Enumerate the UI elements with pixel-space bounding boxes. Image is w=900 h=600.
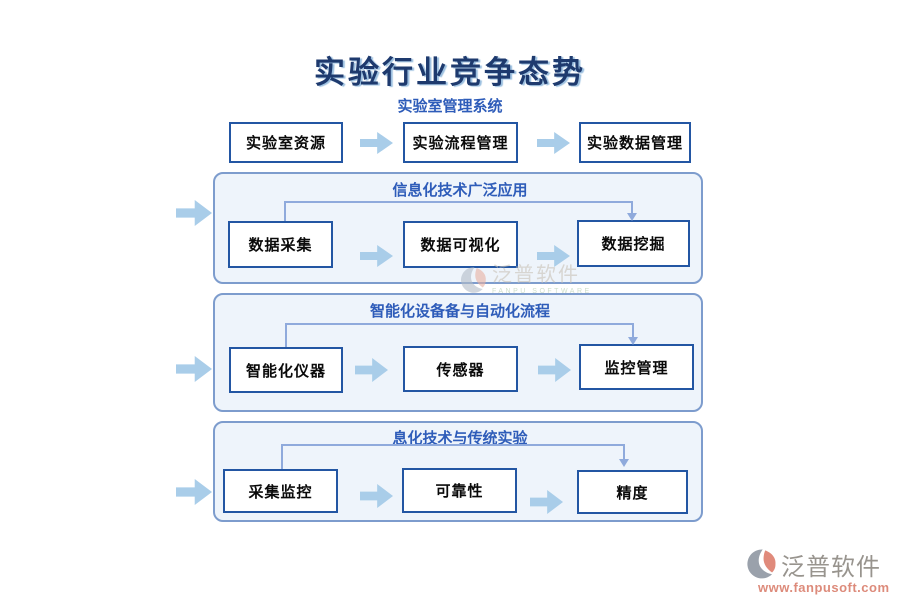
section-3-label: 智能化设备备与自动化流程 <box>369 303 550 320</box>
flow-box-sensor: 传感器 <box>403 346 518 392</box>
fanpu-logo-icon <box>747 549 776 579</box>
section-2-label: 信息化技术广泛应用 <box>392 182 528 199</box>
fanpu-logo-icon <box>460 267 486 293</box>
flow-box-data-collect: 数据采集 <box>228 221 333 268</box>
flow-box-precision: 精度 <box>577 470 688 514</box>
center-watermark: 泛普软件 FANPU SOFTWARE <box>458 264 592 296</box>
center-watermark-brand: 泛普软件 <box>492 264 580 286</box>
footer-watermark-url: www.fanpusoft.com <box>758 580 890 595</box>
section-3-left-arrow-icon <box>176 356 212 382</box>
center-watermark-subtext: FANPU SOFTWARE <box>492 288 592 295</box>
flow-box-smart-instrument: 智能化仪器 <box>229 347 343 393</box>
flow-box-reliability: 可靠性 <box>402 468 517 513</box>
section-4-label: 息化技术与传统实验 <box>392 430 528 447</box>
flow-box-data-mining: 数据挖掘 <box>577 220 690 267</box>
flow-box-lab-resources: 实验室资源 <box>229 122 343 163</box>
flow-box-data-visual: 数据可视化 <box>403 221 518 268</box>
flow-box-process-mgmt: 实验流程管理 <box>403 122 518 163</box>
footer-watermark: 泛普软件 www.fanpusoft.com <box>744 546 890 595</box>
flow-box-monitor-mgmt: 监控管理 <box>579 344 694 390</box>
right-arrow-icon <box>360 132 393 154</box>
section-1-label: 实验室管理系统 <box>397 98 503 115</box>
right-arrow-icon <box>537 132 570 154</box>
footer-watermark-brand: 泛普软件 <box>781 553 881 581</box>
page-title: 实验行业竞争态势 <box>314 55 586 91</box>
section-4-left-arrow-icon <box>176 479 212 505</box>
flow-box-collect-monitor: 采集监控 <box>223 469 338 513</box>
section-2-left-arrow-icon <box>176 200 212 226</box>
flow-box-data-mgmt: 实验数据管理 <box>579 122 691 163</box>
